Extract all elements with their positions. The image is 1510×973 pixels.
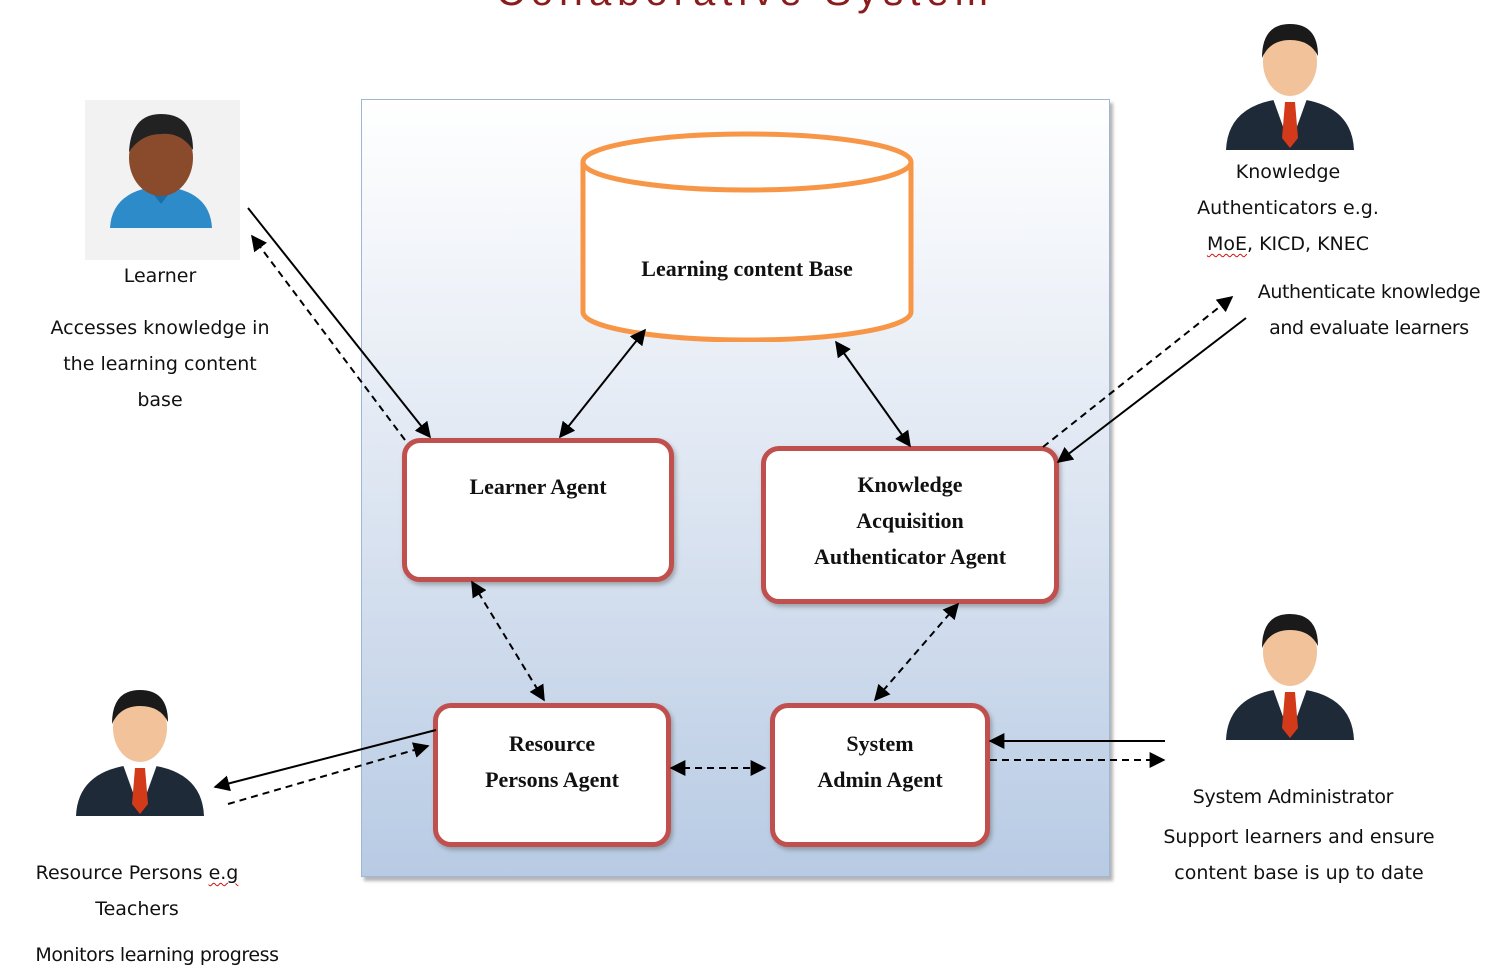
authenticators-name: Knowledge Authenticators e.g. MoE, KICD,… (1150, 154, 1426, 262)
learner-name: Learner (123, 265, 197, 287)
knowledge-agent-line2: Acquisition (856, 508, 964, 533)
arrow-knowledge-admin (873, 602, 960, 702)
admin-agent-line2: Admin Agent (817, 767, 943, 792)
authenticators-desc-line1: Authenticate knowledge (1257, 281, 1481, 303)
authenticators-desc-line2: and evaluate learners (1269, 317, 1469, 339)
businessman-icon (1226, 24, 1354, 150)
knowledge-agent-line1: Knowledge (857, 472, 963, 497)
resource-persons-abbr: e.g (208, 862, 239, 884)
knowledge-agent-box: Knowledge Acquisition Authenticator Agen… (761, 446, 1059, 604)
learner-agent-label: Learner Agent (469, 474, 607, 499)
knowledge-agent-line3: Authenticator Agent (813, 544, 1007, 569)
resource-persons-description: Monitors learning progress (35, 944, 279, 966)
learner-agent-box: Learner Agent (402, 438, 674, 582)
businessman-icon (76, 690, 204, 816)
resource-persons-name: Resource Persons e.g Teachers (2, 855, 272, 927)
sysadmin-name: System Administrator (1192, 786, 1394, 808)
admin-agent-box: System Admin Agent (770, 703, 990, 847)
admin-agent-line1: System (846, 731, 914, 756)
authenticators-orgs-abbr: MoE (1206, 233, 1247, 255)
database-cylinder-icon (580, 131, 914, 342)
learner-desc-line1: Accesses knowledge in (50, 317, 270, 339)
diagram-title: Collaborative System (405, 0, 1085, 14)
database-label: Learning content Base (641, 256, 853, 281)
sysadmin-desc-line1: Support learners and ensure (1163, 826, 1435, 848)
authenticators-description: Authenticate knowledge and evaluate lear… (1234, 274, 1504, 346)
businessman-icon (1226, 614, 1354, 740)
sysadmin-desc-line2: content base is up to date (1174, 862, 1424, 884)
arrow-learner-resource (471, 580, 545, 702)
arrow-db-knowledge-agent (835, 340, 911, 448)
arrow-agent-to-authenticators (1042, 296, 1234, 448)
arrow-agent-to-resource-persons (213, 729, 437, 792)
authenticators-orgs-rest: , KICD, KNEC (1246, 233, 1370, 255)
resource-agent-line2: Persons Agent (485, 767, 619, 792)
resource-agent-box: Resource Persons Agent (433, 703, 671, 847)
arrow-agent-to-learner (251, 234, 406, 441)
authenticators-line1: Knowledge (1235, 161, 1341, 183)
authenticators-orgs: MoE, KICD, KNEC (1150, 226, 1426, 262)
resource-persons-line1: Resource Persons e.g (2, 855, 272, 891)
learner-description: Accesses knowledge in the learning conte… (20, 310, 300, 418)
resource-agent-line1: Resource (508, 731, 596, 756)
learner-desc-line2: the learning content (63, 353, 257, 375)
arrow-resource-persons-to-agent (227, 742, 430, 805)
resource-persons-line2: Teachers (95, 898, 179, 920)
person-icon (85, 100, 240, 260)
sysadmin-description: Support learners and ensure content base… (1136, 819, 1462, 891)
arrow-db-learner-agent (559, 328, 646, 439)
arrow-authenticators-to-agent (1056, 317, 1247, 463)
authenticators-line2: Authenticators e.g. (1197, 197, 1379, 219)
arrow-learner-to-agent (247, 207, 431, 439)
learner-desc-line3: base (137, 389, 183, 411)
resource-persons-prefix: Resource Persons (35, 862, 209, 884)
